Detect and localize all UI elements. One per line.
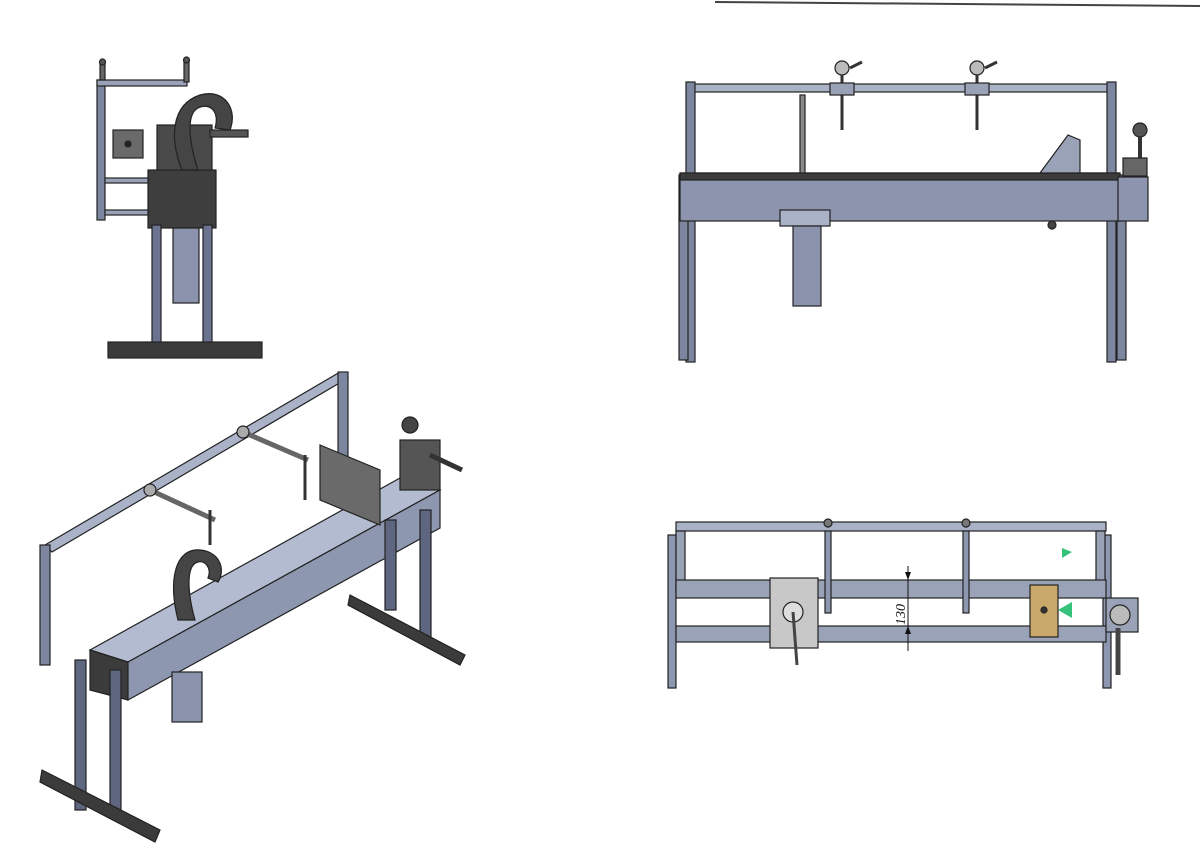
front-view <box>678 60 1149 363</box>
top-view <box>667 518 1139 689</box>
isometric-view <box>39 371 466 843</box>
dimension-130: 130 <box>894 566 911 651</box>
sheet-border-line <box>714 1 1200 7</box>
side-view <box>96 56 263 359</box>
dimension-label-130: 130 <box>894 604 909 625</box>
